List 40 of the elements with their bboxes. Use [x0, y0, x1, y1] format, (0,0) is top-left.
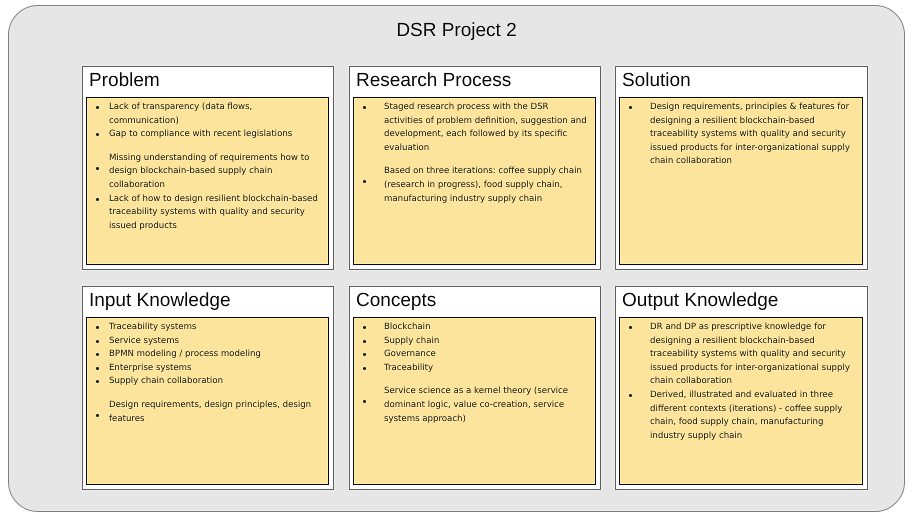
bullet-text: Missing understanding of requirements how to design blockchain-based supply chain collaboration [109, 152, 310, 192]
bullet-text: Derived, illustrated and evaluated in three different contexts (iterations) - coffee supply chain, food supply chain, manufacturing industry supply chain [650, 388, 844, 443]
content-panel [353, 97, 596, 265]
bullet-text: Traceability systems [109, 321, 198, 334]
category-card [615, 286, 868, 490]
content-panel [86, 317, 329, 485]
project-frame [8, 5, 905, 512]
content-panel [353, 317, 596, 485]
bullet-text: Enterprise systems [109, 362, 192, 375]
card-heading: Research Process [356, 70, 512, 92]
category-card [349, 286, 601, 490]
bullet-text: Lack of transparency (data flows, communication) [109, 101, 254, 128]
bullet-text: Governance [384, 348, 437, 362]
bullet-text: Supply chain collaboration [109, 375, 224, 388]
bullet-text: Design requirements, principles & features for designing a resilient blockchain-based traceability systems with quality and security issued products for inter-organizational supply chain collaboration [650, 101, 851, 168]
bullet-text: Service systems [109, 334, 180, 348]
bullet-text: Traceability [384, 362, 434, 375]
content-panel [619, 317, 863, 485]
bullet-text: Design requirements, design principles, design features [109, 398, 312, 426]
bullet-text: Supply chain [384, 334, 440, 348]
card-heading: Problem [89, 70, 160, 92]
category-card [82, 66, 334, 270]
card-heading: Solution [622, 70, 691, 92]
bullet-text: Based on three iterations: coffee supply chain (research in progress), food supply chain, manufacturing industry supply chain [384, 165, 583, 206]
card-heading: Concepts [356, 290, 436, 312]
content-panel [86, 97, 329, 265]
frame-title: DSR Project 2 [395, 20, 518, 42]
bullet-text: Staged research process with the DSR activities of problem definition, suggestion and development, each followed by its specific evaluation [384, 101, 588, 155]
bullet-text: Blockchain [384, 321, 432, 334]
bullet-text: BPMN modeling / process modeling [109, 348, 262, 362]
category-card [615, 66, 868, 270]
category-card [82, 286, 334, 490]
card-heading: Output Knowledge [622, 290, 778, 312]
bullet-text: DR and DP as prescriptive knowledge for designing a resilient blockchain-based traceability systems with quality and security issued products for inter-organizational supply chain collaboration [650, 321, 851, 388]
bullet-text: Lack of how to design resilient blockchain-based traceability systems with quality and security issued products [109, 192, 319, 233]
content-panel [619, 97, 863, 265]
bullet-text: Service science as a kernel theory (service dominant logic, value co-creation, service systems approach) [384, 385, 570, 426]
bullet-text: Gap to compliance with recent legislations [109, 128, 294, 142]
category-card [349, 66, 601, 270]
card-heading: Input Knowledge [89, 290, 231, 312]
